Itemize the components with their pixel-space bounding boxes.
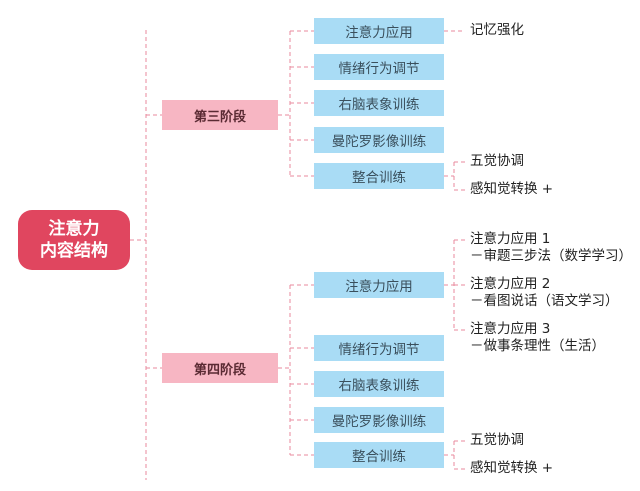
stage-node-4[interactable]: 第四阶段 bbox=[162, 353, 278, 383]
stage4-item-attention-apply[interactable]: 注意力应用 bbox=[314, 272, 444, 298]
note-detail: －审题三步法（数学学习） bbox=[470, 248, 632, 264]
item-label: 注意力应用 bbox=[345, 25, 413, 41]
stage3-item-emotion-regulation[interactable]: 情绪行为调节 bbox=[314, 54, 444, 80]
item-label: 整合训练 bbox=[352, 449, 406, 465]
stage4-note-perception[interactable]: 感知觉转换 + bbox=[470, 460, 554, 476]
item-label: 整合训练 bbox=[352, 170, 406, 186]
note-title: 注意力应用 1 bbox=[470, 231, 551, 247]
stage3-item-attention-apply[interactable]: 注意力应用 bbox=[314, 18, 444, 44]
item-label: 注意力应用 bbox=[345, 279, 413, 295]
item-label: 右脑表象训练 bbox=[338, 97, 420, 113]
note-title: 注意力应用 3 bbox=[470, 321, 551, 337]
stage-label: 第三阶段 bbox=[193, 109, 246, 125]
item-label: 曼陀罗影像训练 bbox=[331, 414, 427, 430]
note-detail: －看图说话（语文学习） bbox=[470, 293, 619, 309]
item-label: 曼陀罗影像训练 bbox=[331, 134, 427, 150]
stage3-item-mandala[interactable]: 曼陀罗影像训练 bbox=[314, 127, 444, 153]
stage4-item-emotion-regulation[interactable]: 情绪行为调节 bbox=[314, 335, 444, 361]
item-label: 情绪行为调节 bbox=[338, 342, 420, 358]
stage3-item-integration[interactable]: 整合训练 bbox=[314, 163, 444, 189]
item-label: 右脑表象训练 bbox=[338, 378, 420, 394]
stage3-note-perception[interactable]: 感知觉转换 + bbox=[470, 181, 554, 197]
root-label-line1: 注意力 bbox=[48, 218, 100, 239]
root-node[interactable]: 注意力 内容结构 bbox=[18, 210, 130, 270]
stage4-note-apply-3: 注意力应用 3 －做事条理性（生活） bbox=[470, 321, 605, 355]
stage4-item-mandala[interactable]: 曼陀罗影像训练 bbox=[314, 407, 444, 433]
note-detail: －做事条理性（生活） bbox=[470, 338, 605, 354]
stage3-item-right-brain[interactable]: 右脑表象训练 bbox=[314, 90, 444, 116]
stage4-note-apply-2: 注意力应用 2 －看图说话（语文学习） bbox=[470, 276, 619, 310]
stage4-item-right-brain[interactable]: 右脑表象训练 bbox=[314, 371, 444, 397]
stage4-note-five-senses: 五觉协调 bbox=[470, 432, 524, 448]
stage4-item-integration[interactable]: 整合训练 bbox=[314, 442, 444, 468]
stage3-note-five-senses: 五觉协调 bbox=[470, 153, 524, 169]
item-label: 情绪行为调节 bbox=[338, 61, 420, 77]
stage4-note-apply-1: 注意力应用 1 －审题三步法（数学学习） bbox=[470, 231, 632, 265]
stage3-note-memory: 记忆强化 bbox=[470, 22, 524, 38]
note-title: 注意力应用 2 bbox=[470, 276, 551, 292]
stage-label: 第四阶段 bbox=[193, 362, 246, 378]
root-label-line2: 内容结构 bbox=[40, 241, 108, 261]
stage-node-3[interactable]: 第三阶段 bbox=[162, 100, 278, 130]
